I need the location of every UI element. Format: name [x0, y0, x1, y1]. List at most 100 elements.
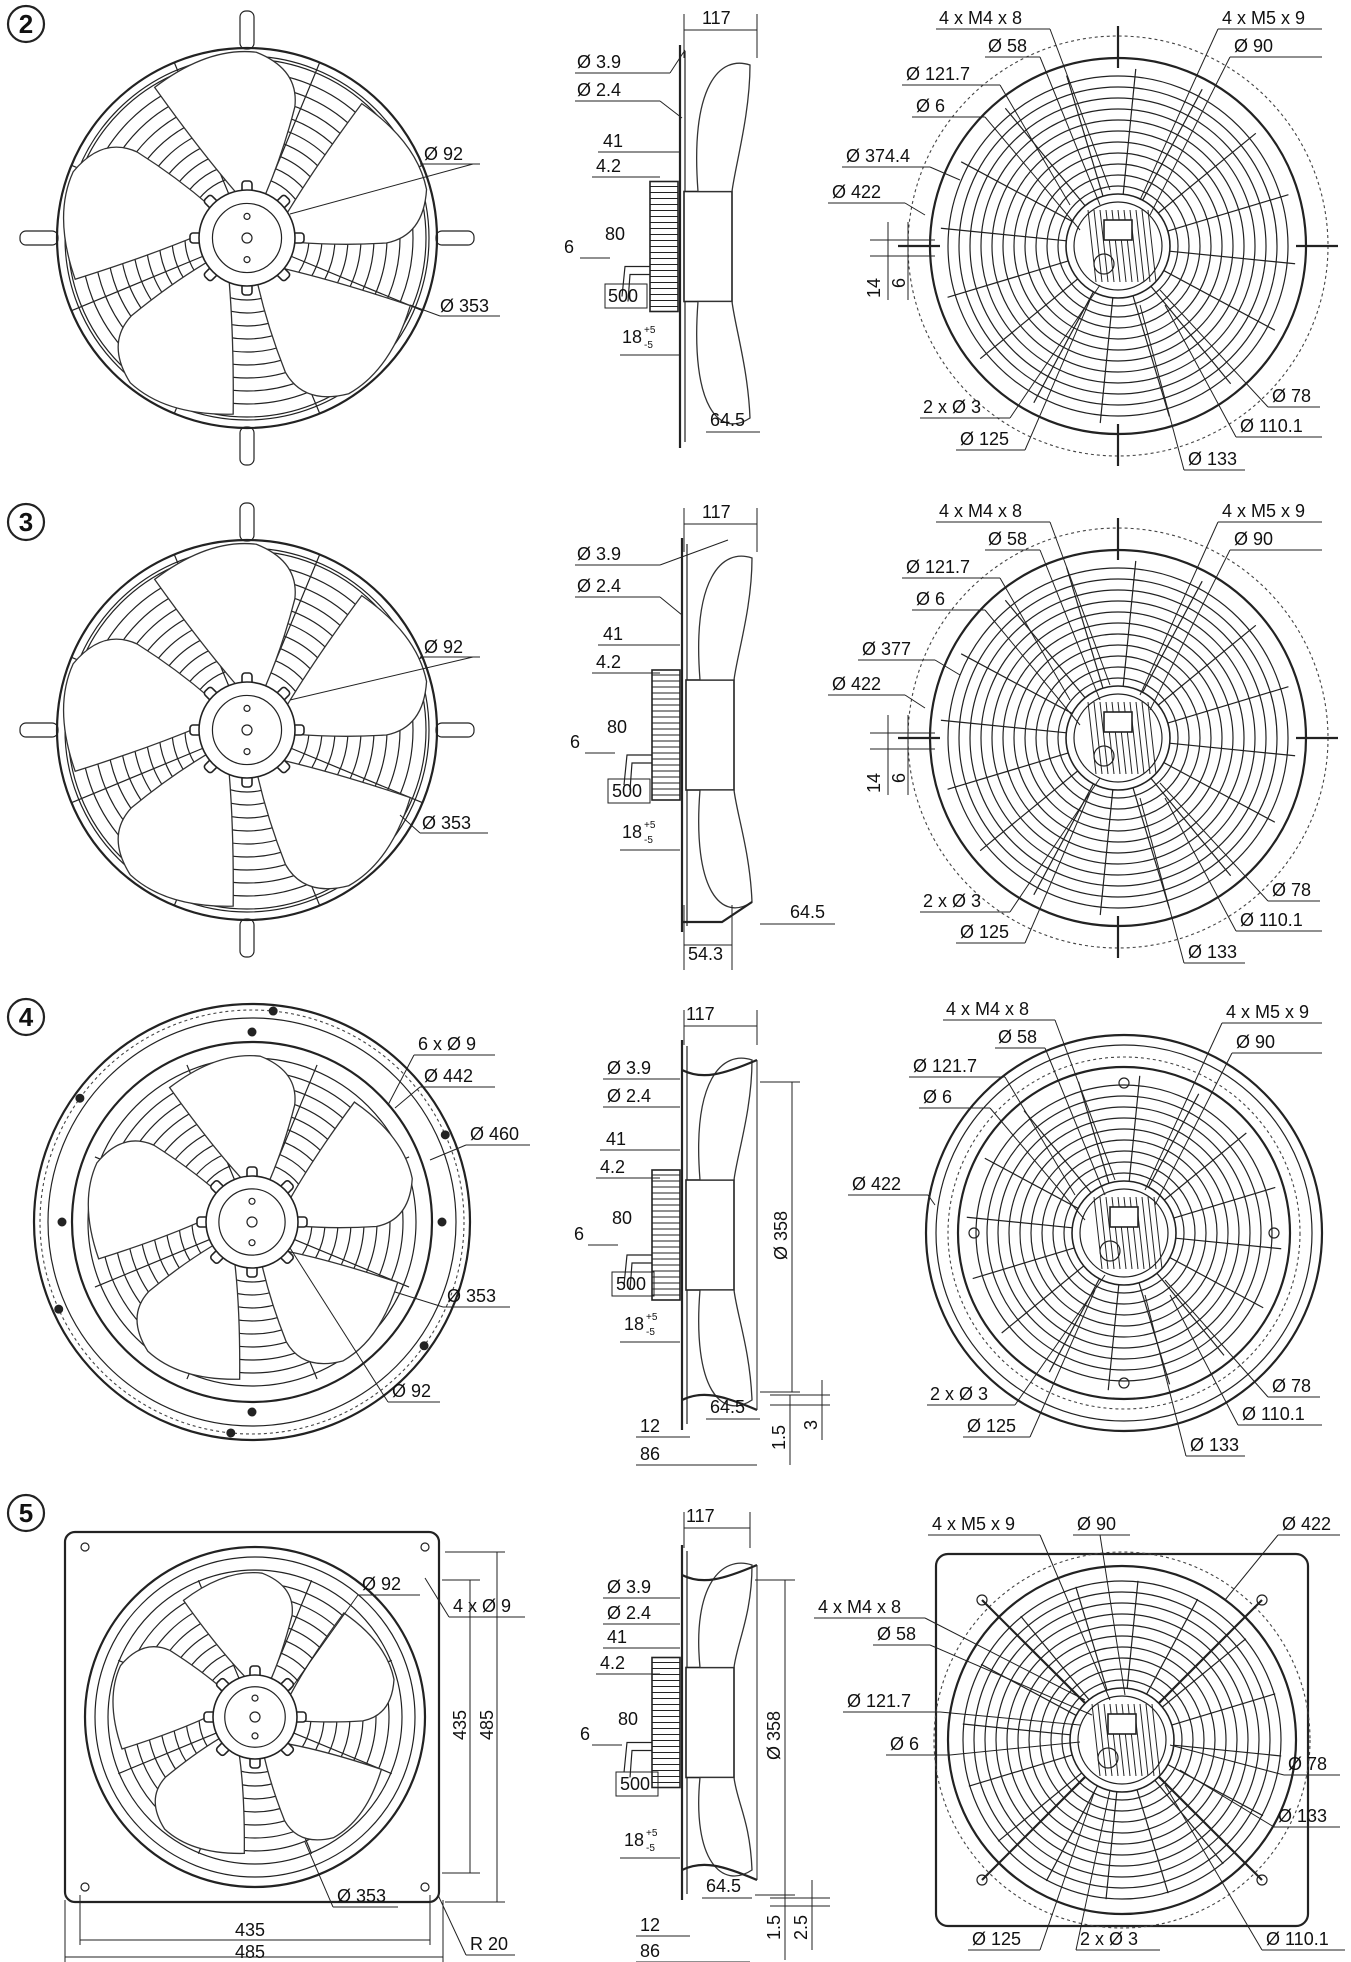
guard-spoke — [1066, 567, 1105, 693]
guard-spoke — [1020, 1615, 1093, 1704]
dim-label: 485 — [235, 1942, 265, 1962]
motor-rear-housing — [1069, 1687, 1175, 1793]
dim-label-superscript: +5 — [644, 820, 656, 831]
fan-blade — [257, 267, 412, 398]
dim-label: Ø 6 — [890, 1734, 919, 1754]
dim-label: 4 x M5 x 9 — [1222, 501, 1305, 521]
guard-spoke — [1045, 1782, 1100, 1882]
guard-spoke — [1165, 250, 1296, 265]
guard-spoke — [71, 747, 203, 804]
guard-foot — [435, 722, 475, 738]
dim-label: 1.5 — [769, 1425, 789, 1450]
variant-3-rear-labels: 4 x M4 x 8 Ø 58 4 x M5 x 9 Ø 90 Ø 121.7 … — [828, 501, 1322, 964]
cable — [629, 762, 652, 791]
guard-spoke — [1154, 624, 1257, 709]
fan-blade — [87, 1140, 219, 1260]
guard-spoke — [118, 1732, 217, 1775]
dim-label: Ø 133 — [1190, 1435, 1239, 1455]
guard-base — [682, 901, 753, 924]
variant-4-number: 4 — [19, 1002, 34, 1032]
guard-foot — [19, 230, 59, 246]
variant-2-drawings: 2 Ø 92 Ø 353 117 Ø 3.9 Ø 2.4 41 4.2 6 80… — [6, 4, 1338, 471]
cable — [623, 1741, 652, 1773]
guard-spoke — [960, 653, 1076, 716]
dim-label: Ø 377 — [862, 639, 911, 659]
fan-blade — [257, 759, 412, 890]
dim-label: Ø 133 — [1188, 942, 1237, 962]
guard-wire — [958, 86, 1278, 406]
rotor-hub — [683, 190, 733, 303]
dim-label: Ø 2.4 — [607, 1603, 651, 1623]
dim-label: 4 x Ø 9 — [453, 1596, 511, 1616]
guard-spoke — [1066, 75, 1105, 201]
guard-wire — [1030, 1139, 1218, 1327]
variant-4-front-labels: 6 x Ø 9 Ø 442 Ø 460 Ø 353 Ø 92 — [289, 1034, 530, 1403]
guard-spoke — [1146, 1093, 1200, 1191]
variant-2-front-view — [19, 10, 475, 466]
dim-label: Ø 353 — [447, 1286, 496, 1306]
dim-label: Ø 58 — [877, 1624, 916, 1644]
cooling-fin — [1097, 1703, 1107, 1777]
dim-label: Ø 3.9 — [607, 1058, 651, 1078]
cooling-fin — [1099, 209, 1109, 283]
guard-clip — [1118, 1077, 1130, 1089]
guard-ring-outer — [956, 1065, 1292, 1401]
dim-label: Ø 78 — [1288, 1754, 1327, 1774]
variant-4-front-view — [32, 1002, 472, 1442]
variant-3-drawings: 3 Ø 92 Ø 353 117 Ø 3.9 Ø 2.4 41 4.2 6 80… — [6, 501, 1338, 970]
dim-label: 12 — [640, 1416, 660, 1436]
guard-wire — [991, 611, 1245, 865]
guard-spoke — [1099, 293, 1114, 424]
guard-wire — [997, 1106, 1251, 1360]
fan-blade — [289, 1612, 395, 1723]
guard-ring-outer — [55, 46, 439, 430]
guard-wire — [1050, 1668, 1194, 1812]
dim-label: 485 — [477, 1710, 497, 1740]
guard-ring-outer — [55, 538, 439, 922]
fan-blade — [261, 1250, 399, 1365]
guard-spoke-main — [981, 1764, 1098, 1881]
dim-label: 18 — [622, 327, 642, 347]
dim-label-subscript: -5 — [644, 835, 653, 846]
variant-4-rear-view — [924, 1033, 1324, 1433]
guard-spoke — [1163, 194, 1289, 233]
guard-spoke — [1075, 1586, 1109, 1695]
guard-spoke — [1140, 88, 1203, 204]
dim-label: Ø 6 — [923, 1087, 952, 1107]
cable-gland — [1093, 745, 1115, 767]
cooling-fin — [1135, 209, 1145, 283]
dim-label: Ø 110.1 — [1242, 1404, 1305, 1424]
dim-label: Ø 125 — [967, 1416, 1016, 1436]
mounting-plate — [934, 1552, 1310, 1928]
dim-label: 4 x M4 x 8 — [939, 8, 1022, 28]
cooling-fin — [1139, 1703, 1149, 1777]
guard-spoke — [1169, 1744, 1282, 1757]
dim-label: 18 — [624, 1830, 644, 1850]
variant-2-number: 2 — [19, 9, 33, 39]
guard-wire — [1013, 633, 1223, 843]
dim-label: 4.2 — [596, 652, 621, 672]
dim-label: 500 — [616, 1274, 646, 1294]
guard-wire — [969, 97, 1267, 395]
cooling-fin — [1141, 209, 1151, 283]
guard-wire — [1024, 644, 1212, 832]
fan-blade — [62, 146, 212, 281]
dim-label: Ø 78 — [1272, 1376, 1311, 1396]
dim-label: Ø 78 — [1272, 386, 1311, 406]
guard-clip — [1118, 1377, 1130, 1389]
guard-foot — [239, 426, 255, 466]
hub-screw — [243, 747, 251, 756]
cable — [627, 273, 650, 302]
dim-label: Ø 92 — [362, 1574, 401, 1594]
variant-2-rear-labels: 4 x M4 x 8 Ø 58 4 x M5 x 9 Ø 90 Ø 121.7 … — [828, 8, 1322, 471]
guard-spoke — [1153, 1269, 1225, 1356]
dim-label: 4 x M5 x 9 — [1222, 8, 1305, 28]
guard-wire — [1061, 1679, 1183, 1801]
dim-label-superscript: +5 — [644, 325, 656, 336]
venturi-ring — [83, 1545, 427, 1889]
dim-label: Ø 58 — [988, 36, 1027, 56]
cooling-fin — [1103, 1703, 1113, 1777]
flange-outer — [924, 1033, 1324, 1433]
fan-blade — [698, 789, 753, 909]
motor-rear-inner — [1073, 693, 1163, 783]
